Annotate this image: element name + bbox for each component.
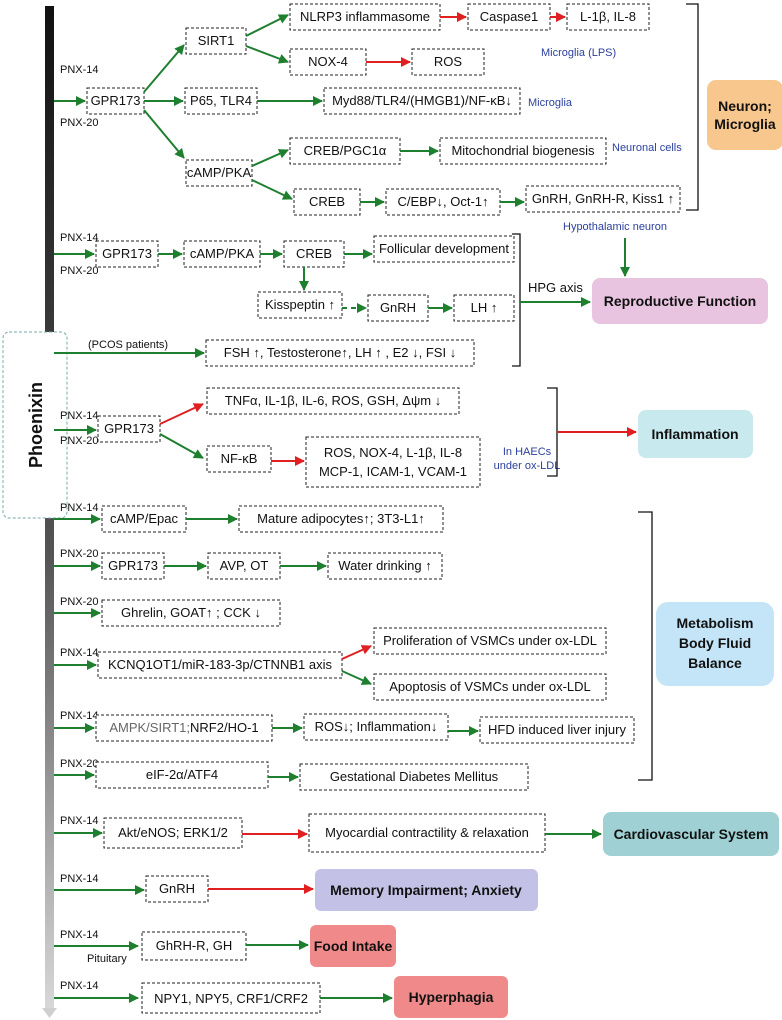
category-metabolism-2: Body Fluid [679, 635, 751, 651]
label-microglia: Microglia [528, 97, 573, 109]
node-apopt: Apoptosis of VSMCs under ox-LDL [389, 679, 591, 694]
node-hfd: HFD induced liver injury [488, 722, 626, 737]
node-ros-inflammation: ROS↓; Inflammation↓ [315, 719, 438, 734]
node-tnfa: TNFα, IL-1β, IL-6, ROS, GSH, Δψm ↓ [225, 393, 441, 408]
category-cardio: Cardiovascular System [614, 826, 769, 842]
node-caspase1: Caspase1 [480, 9, 539, 24]
node-lh: LH ↑ [471, 300, 498, 315]
node-adipocytes: Mature adipocytes↑; 3T3-L1↑ [257, 511, 425, 526]
category-cardio-box [603, 812, 779, 856]
node-akt: Akt/eNOS; ERK1/2 [118, 825, 228, 840]
label-microglia-lps: Microglia (LPS) [541, 47, 616, 59]
category-neuron-1: Neuron; [718, 98, 772, 114]
node-camp-pka-2: cAMP/PKA [190, 246, 255, 261]
node-camp-pka-1: cAMP/PKA [187, 165, 252, 180]
node-ros-list-1: ROS, NOX-4, L-1β, IL-8 [324, 445, 462, 460]
label-hpg-axis: HPG axis [528, 280, 583, 295]
source-pnx20-s4f: PNX-20 [60, 758, 99, 770]
label-haecs-1: In HAECs [503, 446, 552, 458]
node-camp-epac: cAMP/Epac [110, 511, 178, 526]
node-gpr173-2: GPR173 [102, 246, 152, 261]
node-sirt1: SIRT1 [198, 33, 235, 48]
node-gpr173-3: GPR173 [104, 421, 154, 436]
category-hyperphagia-box [394, 976, 508, 1018]
node-myocardial: Myocardial contractility & relaxation [325, 825, 529, 840]
source-pnx20-s4c: PNX-20 [60, 596, 99, 608]
source-pcos: (PCOS patients) [88, 339, 168, 351]
node-kcnq: KCNQ1OT1/miR-183-3p/CTNNB1 axis [108, 657, 332, 672]
node-kisspeptin: Kisspeptin ↑ [265, 297, 335, 312]
category-food: Food Intake [314, 938, 393, 954]
node-myd88: Myd88/TLR4/(HMGB1)/NF-κB↓ [332, 93, 512, 108]
node-gpr173-1-box [86, 87, 145, 115]
node-avp-ot: AVP, OT [220, 558, 269, 573]
source-pnx14-s5: PNX-14 [60, 815, 99, 827]
category-inflammation: Inflammation [651, 426, 738, 442]
source-pnx20-s4b: PNX-20 [60, 548, 99, 560]
category-inflammation-box [638, 410, 753, 458]
phoenixin-label-box [2, 331, 68, 519]
node-mito: Mitochondrial biogenesis [451, 143, 595, 158]
node-gdm: Gestational Diabetes Mellitus [330, 769, 499, 784]
node-fsh: FSH ↑, Testosterone↑, LH ↑ , E2 ↓, FSI ↓ [224, 345, 456, 360]
phoenixin-title: Phoenixin [26, 382, 46, 468]
axis-arrow-head [42, 1008, 57, 1018]
category-reproductive: Reproductive Function [604, 293, 756, 309]
node-ros1: ROS [434, 54, 463, 69]
label-haecs-2: under ox-LDL [494, 460, 561, 472]
category-memory-box [315, 869, 538, 911]
source-pnx14-s4a: PNX-14 [60, 502, 99, 514]
node-gpr173-4: GPR173 [108, 558, 158, 573]
node-follicular: Follicular development [379, 241, 509, 256]
node-prolif: Proliferation of VSMCs under ox-LDL [383, 633, 597, 648]
category-metabolism-1: Metabolism [676, 615, 753, 631]
node-creb-1: CREB [309, 194, 345, 209]
node-nfkb: NF-κB [221, 451, 258, 466]
node-ros-list-2: MCP-1, ICAM-1, VCAM-1 [319, 464, 467, 479]
source-pnx14-s3: PNX-14 [60, 410, 99, 422]
category-neuron-box [707, 80, 782, 150]
node-p65-tlr4: P65, TLR4 [190, 93, 252, 108]
source-pnx14-s1: PNX-14 [60, 64, 99, 76]
source-pnx20-s2: PNX-20 [60, 265, 99, 277]
node-npy: NPY1, NPY5, CRF1/CRF2 [154, 991, 308, 1006]
category-reproductive-box [592, 278, 768, 324]
node-ghrh: GhRH-R, GH [156, 938, 233, 953]
bracket-neuron [686, 3, 699, 211]
node-nox4: NOX-4 [308, 54, 348, 69]
node-eif: eIF-2α/ATF4 [146, 767, 218, 782]
node-gpr173-1: GPR173 [91, 93, 141, 108]
category-memory: Memory Impairment; Anxiety [330, 882, 522, 898]
node-gnrh-2: GnRH [159, 881, 195, 896]
node-water: Water drinking ↑ [338, 558, 431, 573]
source-pituitary: Pituitary [87, 953, 127, 965]
node-creb-pgc1a: CREB/PGC1α [304, 143, 387, 158]
label-hypothalamic: Hypothalamic neuron [563, 221, 667, 233]
node-cebp: C/EBP↓, Oct-1↑ [397, 194, 488, 209]
source-pnx14-s4d: PNX-14 [60, 647, 99, 659]
node-ghrelin: Ghrelin, GOAT↑ ; CCK ↓ [121, 605, 261, 620]
source-pnx20-s3: PNX-20 [60, 435, 99, 447]
source-pnx14-s6: PNX-14 [60, 873, 99, 885]
node-il1b-il8: L-1β, IL-8 [580, 9, 636, 24]
bracket-hpg [512, 233, 521, 367]
label-neuronal-cells: Neuronal cells [612, 142, 682, 154]
node-creb-2: CREB [296, 246, 332, 261]
category-neuron-2: Microglia [714, 116, 776, 132]
source-pnx14-s7: PNX-14 [60, 929, 99, 941]
category-metabolism-3: Balance [688, 655, 742, 671]
category-hyperphagia: Hyperphagia [409, 989, 494, 1005]
category-metabolism-box [656, 602, 774, 686]
node-gnrh-1: GnRH [380, 300, 416, 315]
node-gnrh-kiss1: GnRH, GnRH-R, Kiss1 ↑ [532, 191, 674, 206]
bracket-metabolism [638, 511, 653, 781]
source-pnx14-s4e: PNX-14 [60, 710, 99, 722]
node-nlrp3: NLRP3 inflammasome [300, 9, 430, 24]
category-food-box [310, 925, 396, 967]
source-pnx20-s1: PNX-20 [60, 117, 99, 129]
source-pnx14-s8: PNX-14 [60, 980, 99, 992]
node-ampk: AMPK/SIRT1;NRF2/HO-1 [109, 720, 258, 735]
source-pnx14-s2: PNX-14 [60, 232, 99, 244]
